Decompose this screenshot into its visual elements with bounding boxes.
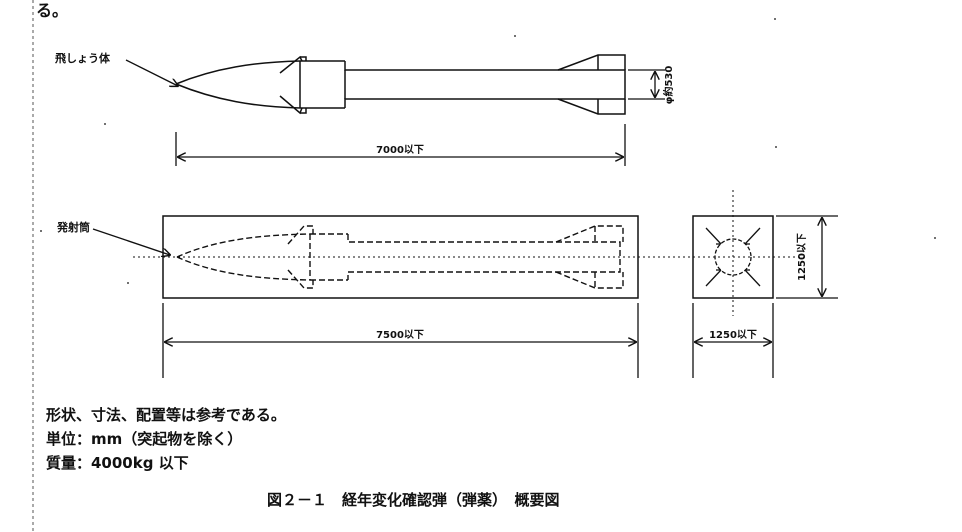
end-view-height-label: 1250以下 (796, 233, 808, 281)
missile-rear-fin-bottom (557, 98, 626, 115)
launcher-label: 発射筒 (56, 220, 90, 234)
missile-leader-line (125, 59, 178, 86)
end-view-detail (705, 227, 761, 287)
end-view-width-label: 1250以下 (709, 329, 757, 341)
launcher-leader-line (92, 228, 170, 255)
missile-rear-fin-top (557, 54, 626, 71)
missile-length-label: 7000以下 (376, 144, 424, 156)
scan-specks (40, 18, 936, 284)
top-fragment-text: る。 (36, 1, 68, 20)
missile-front-fin-top (279, 55, 303, 74)
missile-nose (175, 60, 301, 109)
launcher-length-dim (162, 303, 639, 378)
missile-diameter-label: φ約530 (662, 66, 675, 105)
missile-diameter-dim (628, 69, 665, 100)
missile-side-view (175, 54, 626, 115)
note-mass: 質量：4000kg 以下 (46, 454, 189, 472)
missile-length-dim (175, 124, 626, 166)
missile-front-fin-bottom (279, 95, 303, 115)
end-view-width-dim (692, 303, 774, 378)
figure-caption: 図２－１ 経年変化確認弾（弾薬） 概要図 (267, 491, 560, 509)
note-unit: 単位：mm（突起物を除く） (46, 430, 243, 448)
launcher-length-label: 7500以下 (376, 329, 424, 341)
note-reference: 形状、寸法、配置等は参考である。 (46, 406, 286, 424)
missile-label: 飛しょう体 (54, 51, 111, 65)
missile-in-tube (176, 225, 624, 289)
end-view-height-dim (776, 215, 838, 299)
